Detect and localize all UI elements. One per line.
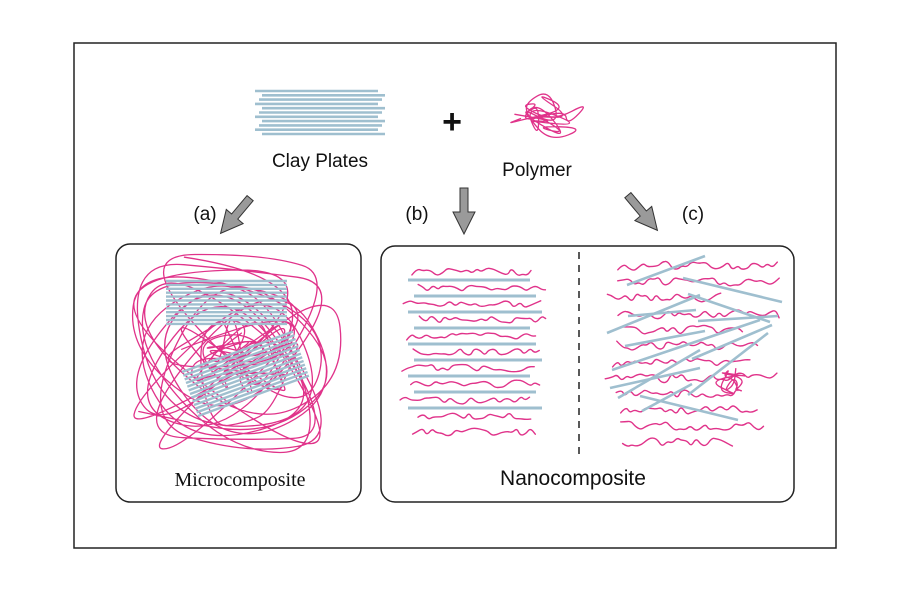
polymer-chain	[606, 292, 722, 303]
intercalated-structure	[399, 267, 547, 437]
clay-plate	[609, 366, 701, 390]
polymer-coil	[510, 93, 584, 139]
polymer-chain	[620, 420, 765, 431]
clay-plate	[611, 318, 761, 372]
arrow-b	[452, 187, 476, 236]
polymer-chain	[417, 283, 547, 292]
clay-plate	[181, 330, 294, 374]
path-label-c: (c)	[682, 204, 704, 225]
polymer-chain	[617, 260, 778, 271]
microcomposite-structure	[131, 253, 342, 454]
clay-plate	[186, 345, 299, 388]
clay-plate	[682, 276, 783, 304]
clay-plate	[697, 314, 779, 323]
clay-plate	[641, 382, 693, 413]
outer-frame	[73, 42, 837, 549]
exfoliated-structure	[604, 254, 783, 447]
clay-plate	[182, 334, 295, 377]
polymer-chain	[412, 348, 540, 356]
polymer-chain	[510, 93, 584, 139]
clay-plate	[196, 370, 308, 414]
polymer-chain	[406, 332, 537, 341]
arrow-a	[219, 194, 254, 235]
polymer-chain	[621, 324, 744, 335]
microcomposite-label: Microcomposite	[174, 469, 305, 491]
clay-plate	[188, 348, 300, 392]
clay-plates-stack	[255, 89, 385, 136]
polymer-chain	[604, 372, 778, 384]
clay-plate	[627, 308, 697, 318]
arrow-c	[624, 191, 659, 232]
clay-plate	[184, 337, 296, 381]
plus-sign: +	[442, 103, 462, 141]
polymer-chain	[418, 315, 547, 324]
nanocomposite-label: Nanocomposite	[500, 467, 646, 490]
clay-plate	[687, 331, 769, 397]
polymer-chain	[417, 412, 532, 421]
clay-plate	[617, 348, 701, 400]
path-label-b: (b)	[405, 204, 428, 225]
polymer-chain	[411, 267, 532, 276]
path-label-a: (a)	[193, 204, 216, 225]
polymer-chain	[401, 363, 535, 373]
clay-plates-label: Clay Plates	[272, 151, 368, 172]
clay-plate	[189, 352, 302, 396]
clay-plate	[626, 254, 706, 287]
clay-plate	[193, 363, 306, 407]
polymer-chain	[411, 427, 536, 437]
clay-plate	[624, 329, 706, 348]
polymer-chain	[410, 379, 541, 389]
clay-plate	[192, 359, 304, 403]
clay-plate	[185, 341, 298, 385]
polymer-chain	[621, 437, 734, 447]
clay-plate	[194, 367, 307, 410]
polymer-chain	[615, 389, 742, 398]
polymer-label: Polymer	[502, 160, 572, 181]
clay-plate	[691, 323, 773, 361]
polymer-chain	[399, 396, 531, 405]
clay-plate	[197, 374, 310, 418]
polymer-chain	[617, 277, 780, 287]
clay-plate	[639, 394, 739, 422]
clay-plate	[190, 356, 303, 399]
polymer-chain	[131, 253, 342, 454]
polymer-chain	[402, 300, 542, 308]
polymer-chain	[715, 368, 746, 395]
